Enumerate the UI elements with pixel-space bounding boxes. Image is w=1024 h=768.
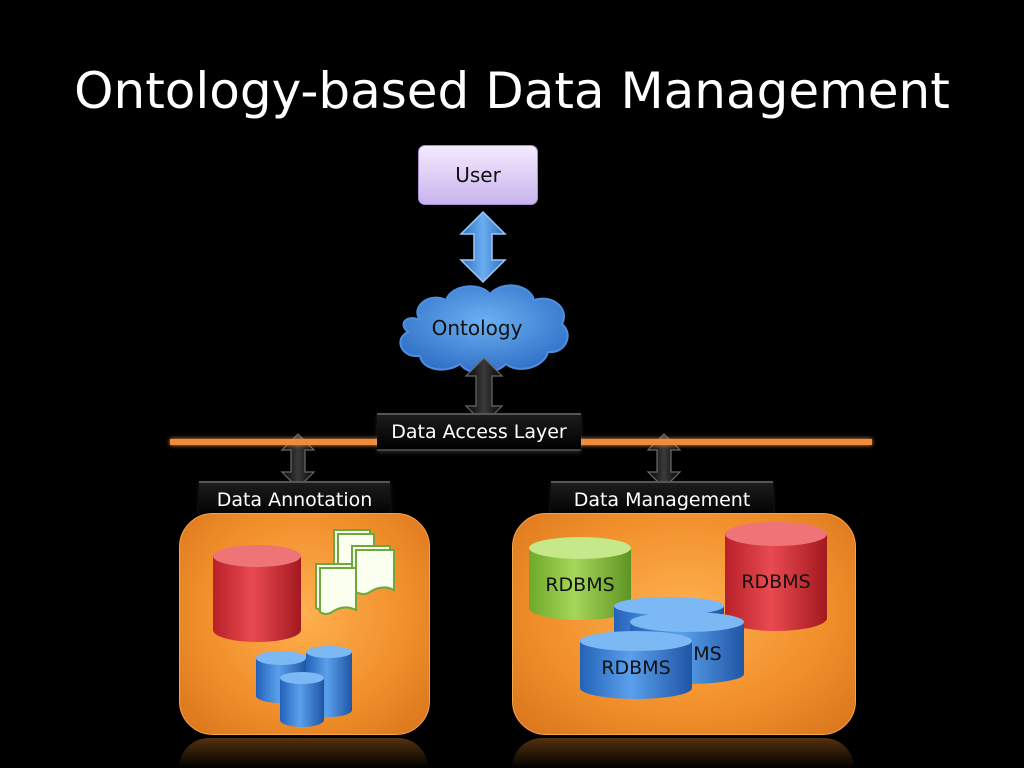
slide-title: Ontology-based Data Management: [74, 62, 950, 120]
document-stack-icon: [315, 529, 395, 615]
rdbms-green-label: RDBMS: [545, 574, 615, 596]
user-ontology-arrow: [459, 210, 507, 284]
rdbms-blue-front-cylinder: [580, 631, 692, 699]
data-annotation-label: Data Annotation: [199, 481, 390, 519]
annotation-red-cylinder: [213, 545, 301, 642]
annotation-blue-cylinders: [256, 646, 352, 727]
ontology-cloud: [399, 284, 569, 374]
ontology-label: Ontology: [431, 316, 523, 340]
data-annotation-panel-reflection: [179, 738, 428, 768]
data-management-label: Data Management: [551, 481, 773, 519]
rdbms-blue-front-label: RDBMS: [601, 657, 671, 679]
rdbms-red-cylinder: [725, 522, 827, 631]
user-node: User: [418, 145, 538, 205]
rdbms-green-cylinder: [529, 537, 631, 620]
data-management-panel-reflection: [512, 738, 854, 768]
rdbms-red-label: RDBMS: [741, 571, 811, 593]
data-access-layer-label: Data Access Layer: [377, 413, 581, 451]
